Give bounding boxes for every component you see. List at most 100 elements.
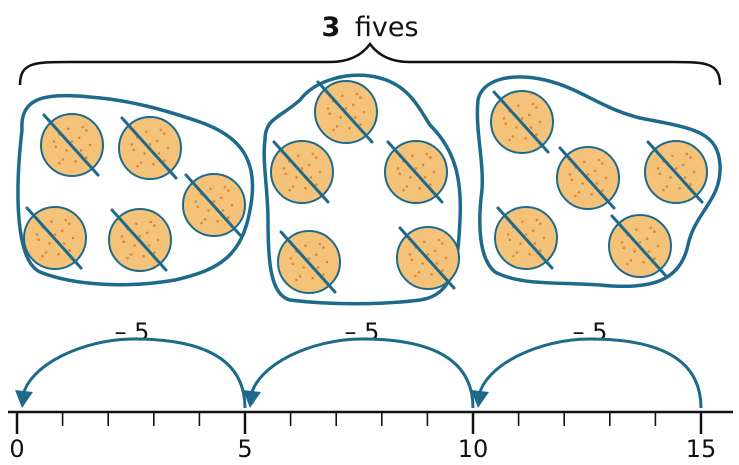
tick-label-0: 0	[9, 435, 24, 463]
cookie-dot	[147, 244, 151, 247]
cookie-dot	[44, 251, 48, 254]
cross-out-line	[558, 146, 616, 210]
cookie-dot	[322, 246, 325, 249]
cookie-dot	[79, 149, 83, 152]
cookie-dot	[528, 252, 531, 256]
cookie-dot	[155, 139, 159, 143]
cookie-dot	[122, 240, 126, 244]
cross-out-line	[279, 230, 337, 294]
cookie-dot	[68, 222, 71, 225]
cookie-dot	[307, 257, 311, 260]
cookie-dot	[417, 271, 421, 274]
cookie	[40, 113, 104, 177]
cookie-dot	[504, 122, 508, 126]
cookie-dot	[50, 220, 53, 224]
cookie-dot	[196, 205, 200, 209]
cookie-dot	[524, 136, 527, 140]
jump-arrowhead	[243, 390, 261, 408]
cookie-dot	[355, 92, 359, 96]
cookie-dot	[581, 182, 584, 185]
cookie-dot	[157, 152, 161, 155]
cookie-dot	[71, 236, 75, 240]
cookie-dot	[520, 117, 524, 120]
cookie-dot	[148, 143, 152, 146]
cookie-dot	[519, 242, 522, 245]
cookie-dot	[85, 156, 88, 159]
cookie	[314, 80, 378, 144]
cross-out-line	[272, 140, 330, 204]
cookie-dot	[408, 253, 412, 256]
cookie-dot	[64, 218, 68, 222]
cookie-dot	[353, 116, 357, 119]
cookie-dot	[508, 138, 511, 142]
cookie-dot	[289, 257, 293, 260]
cookie-dot	[674, 167, 678, 170]
cookie-dot	[642, 260, 645, 264]
cookie-dot	[302, 266, 305, 269]
cookie-dot	[227, 189, 230, 192]
cookie-dot	[574, 194, 577, 198]
cookie-dot	[402, 188, 405, 192]
cookie-dot	[656, 244, 660, 248]
cookie-dot	[635, 228, 638, 232]
cookie-dot	[145, 130, 148, 134]
title-word: fives	[355, 12, 419, 43]
cookie-dot	[163, 132, 166, 135]
cookie-dot	[344, 107, 348, 110]
cookie-dot	[414, 167, 418, 170]
cookie-dot	[203, 218, 207, 221]
jump-arc	[477, 337, 703, 409]
cookie-dot	[136, 164, 139, 168]
cookie-dot	[685, 152, 689, 156]
cookie-dot	[163, 159, 166, 162]
cookie-dot	[77, 136, 81, 140]
cookie-dot	[653, 230, 656, 233]
cookie-dot	[524, 233, 528, 236]
cookie-dot	[219, 196, 223, 200]
cookie-dot	[597, 158, 601, 162]
cross-out-line	[110, 208, 168, 272]
cookie-dot	[142, 254, 145, 258]
cookie-dot	[322, 273, 325, 276]
cookie-dot	[653, 257, 656, 260]
cookie-dot	[41, 254, 44, 258]
cookie-dot	[396, 167, 400, 170]
cookie-dot	[656, 167, 660, 170]
cookie	[396, 226, 460, 290]
cookie-dot	[539, 222, 542, 225]
cookie-dot	[433, 249, 437, 253]
cookie-dot	[311, 276, 314, 280]
cookie-dot	[568, 173, 572, 176]
cookie-dot	[586, 173, 590, 176]
cookie-dot	[620, 241, 624, 244]
cookie-dot	[441, 269, 444, 272]
jump-arc	[249, 337, 475, 409]
cookie-dot	[318, 242, 322, 246]
cookie-dot	[314, 253, 318, 257]
cookie-dot	[61, 158, 65, 161]
number-line	[8, 337, 733, 434]
cookie-dot	[316, 266, 320, 269]
cookie-dot	[230, 203, 234, 207]
cookie-dot	[359, 123, 362, 126]
cookie-dot	[35, 233, 39, 236]
cookie-dot	[284, 172, 288, 176]
cookie-dot	[444, 256, 448, 260]
cookie-dot	[328, 112, 332, 116]
cookie-dot	[430, 272, 433, 276]
jump-label-2: – 5	[345, 318, 380, 346]
cookie-dot	[517, 104, 520, 108]
tick-label-5: 5	[237, 435, 252, 463]
cookie-dot	[414, 274, 417, 278]
cookie-dot	[398, 172, 402, 176]
cookie-dot	[53, 233, 57, 236]
cookie	[644, 140, 708, 204]
cookie-dot	[54, 145, 58, 149]
cookie-dot	[282, 167, 286, 170]
cookie	[182, 173, 246, 237]
cookie-dot	[426, 253, 430, 256]
cookie-dot	[48, 242, 51, 245]
cookie-dot	[604, 176, 608, 180]
cookie-dot	[295, 278, 298, 282]
cookie-dot	[535, 133, 538, 136]
